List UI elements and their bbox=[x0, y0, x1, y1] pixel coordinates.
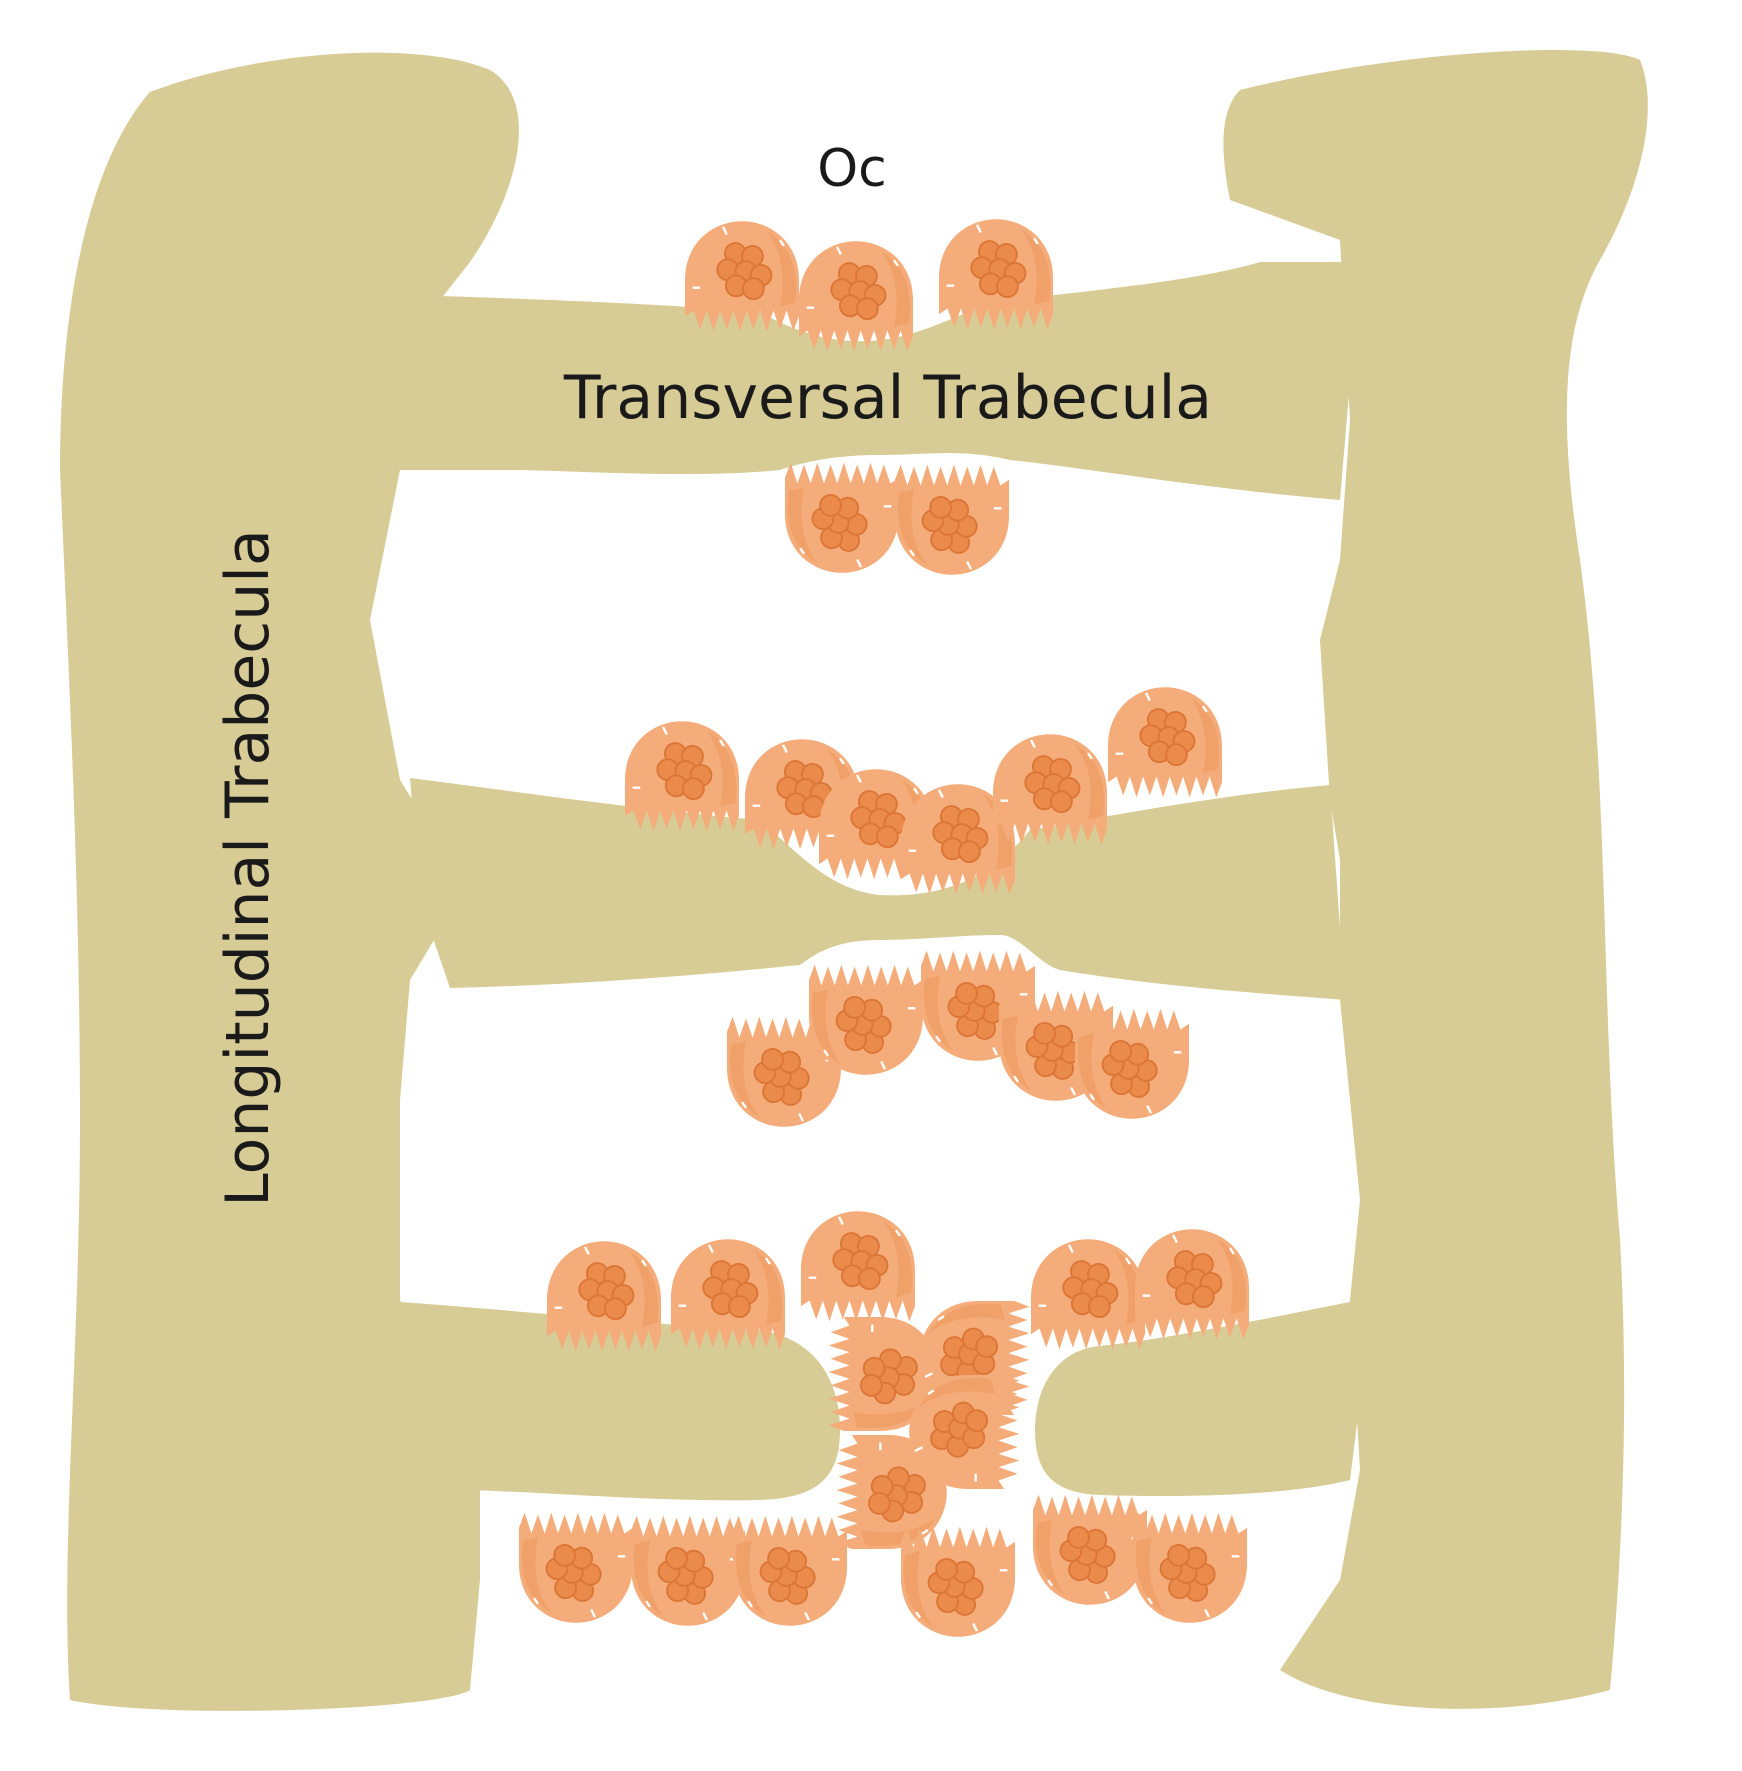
osteoclast-icon bbox=[1133, 1228, 1251, 1341]
bone-structure bbox=[60, 50, 1648, 1711]
osteoclast-icon bbox=[1106, 686, 1224, 799]
osteoclast-icon bbox=[807, 963, 925, 1076]
osteoclast-icon bbox=[893, 463, 1011, 576]
osteoclast-icon bbox=[1073, 1007, 1191, 1120]
osteoclast-icon bbox=[517, 1511, 635, 1624]
osteoclast-icon bbox=[783, 461, 901, 574]
lower-left-transversal-stub bbox=[400, 1302, 840, 1501]
osteoclast-icon bbox=[991, 733, 1109, 846]
osteoclast-icon bbox=[545, 1240, 663, 1353]
longitudinal-trabecula-label: Longitudinal Trabecula bbox=[213, 529, 283, 1206]
osteoclast-icon bbox=[899, 1525, 1017, 1638]
osteoclast-icon bbox=[1131, 1511, 1249, 1624]
osteoclast-icon bbox=[629, 1514, 747, 1627]
osteoclast-icon bbox=[731, 1514, 849, 1627]
right-longitudinal-trabecula bbox=[1223, 50, 1648, 1709]
osteoclast-icon bbox=[937, 218, 1055, 331]
osteoclast-icon bbox=[908, 1373, 1021, 1491]
lower-right-transversal-stub bbox=[1035, 1300, 1360, 1497]
osteoclast-icon bbox=[669, 1238, 787, 1351]
osteoclast-icon bbox=[1031, 1493, 1149, 1606]
osteoclast-label: Oc bbox=[817, 139, 887, 199]
transversal-trabeculae bbox=[360, 262, 1360, 1501]
osteoclast-icon bbox=[683, 220, 801, 333]
transversal-trabecula-label: Transversal Trabecula bbox=[563, 363, 1212, 433]
osteoclast-icon bbox=[623, 720, 741, 833]
osteoclast-icon bbox=[1029, 1238, 1147, 1351]
osteoclast-icon bbox=[797, 240, 915, 353]
top-transversal-trabecula bbox=[360, 262, 1360, 500]
middle-transversal-trabecula bbox=[410, 778, 1345, 1000]
osteoclast-icon bbox=[799, 1210, 917, 1323]
left-longitudinal-trabecula bbox=[60, 52, 519, 1711]
